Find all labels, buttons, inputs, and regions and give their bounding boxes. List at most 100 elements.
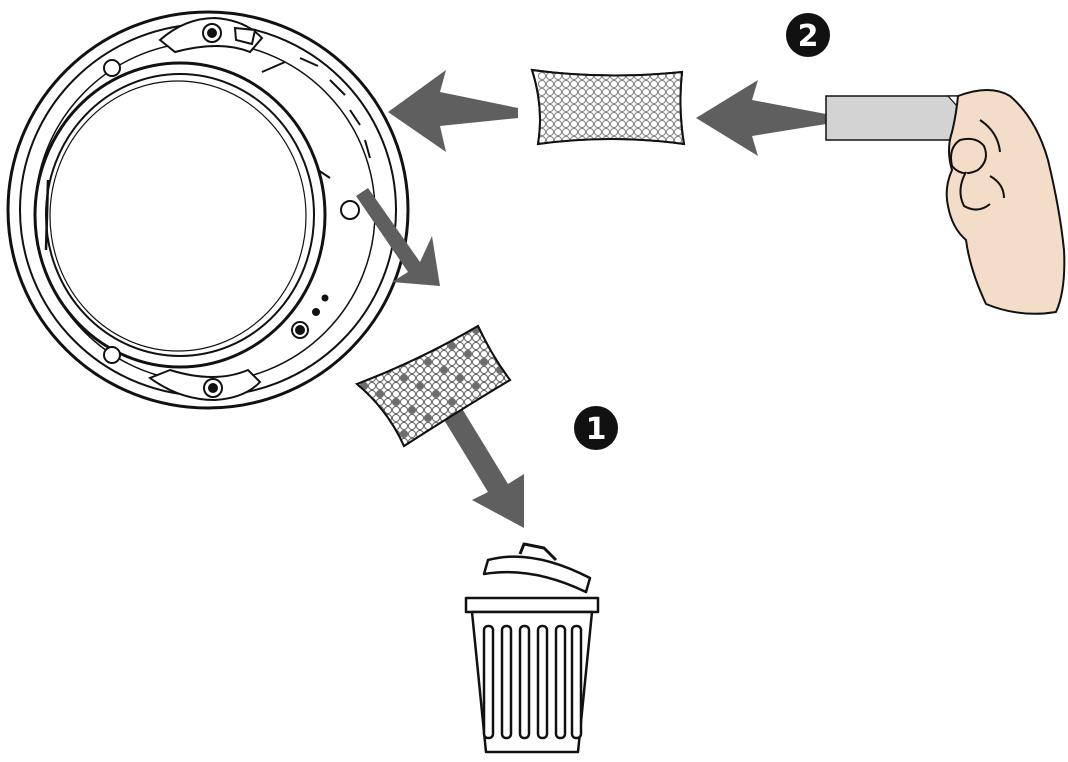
bead xyxy=(431,429,441,439)
bead xyxy=(423,357,433,367)
bead xyxy=(545,79,555,89)
bead xyxy=(359,437,369,446)
bead xyxy=(415,333,425,343)
bead xyxy=(415,421,425,431)
bead xyxy=(553,103,563,113)
bead xyxy=(399,389,409,399)
bead xyxy=(585,111,595,121)
bead xyxy=(455,349,465,359)
desiccant-pack-icon xyxy=(530,68,686,146)
bead xyxy=(495,349,505,359)
bead xyxy=(657,95,667,105)
bead xyxy=(487,333,497,343)
bead xyxy=(439,365,449,375)
bead xyxy=(359,341,369,351)
bead xyxy=(503,437,510,446)
bead xyxy=(415,389,425,399)
bead xyxy=(447,397,457,407)
bead xyxy=(649,95,659,105)
bead xyxy=(439,429,449,439)
bead xyxy=(553,127,563,137)
bead xyxy=(625,119,635,129)
bead xyxy=(593,87,603,97)
bead xyxy=(601,127,611,137)
bead xyxy=(447,326,457,335)
bead xyxy=(617,111,627,121)
bead xyxy=(415,437,425,446)
bead xyxy=(657,127,667,137)
bead xyxy=(577,95,587,105)
bead xyxy=(391,326,401,335)
bead xyxy=(609,119,619,129)
bead xyxy=(537,71,547,81)
bead xyxy=(359,365,369,375)
bead xyxy=(593,119,603,129)
bead xyxy=(375,326,385,335)
bead xyxy=(447,389,457,399)
bead xyxy=(617,95,627,105)
bead xyxy=(657,119,667,129)
bead xyxy=(495,429,505,439)
bead xyxy=(375,413,385,423)
bead xyxy=(569,103,579,113)
bead xyxy=(561,87,571,97)
bead xyxy=(431,333,441,343)
bead xyxy=(415,365,425,375)
bead xyxy=(503,341,510,351)
bead xyxy=(625,111,635,121)
bead xyxy=(415,381,425,391)
bead xyxy=(447,357,457,367)
bead xyxy=(569,87,579,97)
bead xyxy=(407,373,417,383)
bead xyxy=(375,349,385,359)
bead xyxy=(455,357,465,367)
bead xyxy=(367,381,377,391)
bead xyxy=(463,349,473,359)
bead xyxy=(593,111,603,121)
bead xyxy=(665,103,675,113)
bead xyxy=(431,349,441,359)
bead xyxy=(495,405,505,415)
bead xyxy=(479,429,489,439)
bead xyxy=(609,103,619,113)
bead xyxy=(633,127,643,137)
bead xyxy=(569,111,579,121)
bead xyxy=(383,421,393,431)
bead xyxy=(503,397,510,407)
bead xyxy=(375,381,385,391)
bead xyxy=(431,437,441,446)
bead xyxy=(431,397,441,407)
bead xyxy=(407,333,417,343)
bead xyxy=(593,103,603,113)
bead xyxy=(471,365,481,375)
bead xyxy=(471,349,481,359)
bead xyxy=(359,421,369,431)
step-number-1: 1 xyxy=(586,412,607,447)
bead xyxy=(593,127,603,137)
bead xyxy=(649,111,659,121)
bead xyxy=(657,111,667,121)
bead xyxy=(487,413,497,423)
bead xyxy=(367,357,377,367)
bead xyxy=(585,87,595,97)
bead xyxy=(503,405,510,415)
bead xyxy=(641,95,651,105)
bead xyxy=(569,127,579,137)
bead xyxy=(649,103,659,113)
bead xyxy=(495,341,505,351)
bead xyxy=(399,421,409,431)
bead xyxy=(633,79,643,89)
bead xyxy=(415,373,425,383)
bead xyxy=(561,127,571,137)
bead xyxy=(375,437,385,446)
bead xyxy=(585,95,595,105)
bead xyxy=(641,119,651,129)
bead xyxy=(641,87,651,97)
bead xyxy=(601,119,611,129)
bead xyxy=(407,413,417,423)
bead xyxy=(503,326,510,335)
bead xyxy=(569,119,579,129)
bead xyxy=(561,119,571,129)
bead xyxy=(439,349,449,359)
